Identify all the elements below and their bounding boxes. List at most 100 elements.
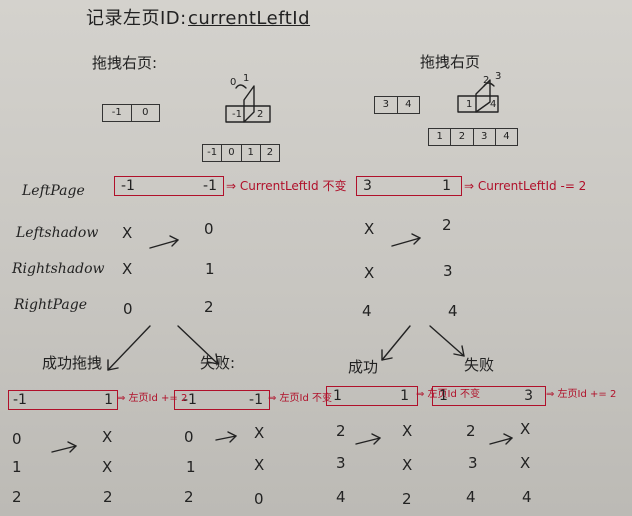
value: 4 (336, 488, 346, 506)
value: 1 (12, 458, 22, 476)
arrow-head (411, 233, 421, 245)
flip-page-label: 2 (257, 109, 264, 120)
left-section-heading: 拖拽右页: (92, 54, 158, 72)
value: 2 (184, 488, 194, 506)
value: 2 (12, 488, 22, 506)
page-cell: -1 (203, 145, 223, 161)
flip-page-label: -1 (232, 109, 242, 120)
arrow-head (371, 433, 381, 445)
page-cell: 3 (375, 97, 398, 113)
outcome-label: 失败 (464, 356, 495, 374)
page-cell: 2 (266, 147, 274, 158)
arrow-line (215, 435, 237, 441)
box-left-value: -1 (121, 178, 135, 194)
outcome-box: -1 -1 (174, 390, 270, 410)
page-cell: 2 (451, 129, 474, 145)
flip-page-label: 1 (466, 99, 473, 110)
box-right-value: -1 (203, 178, 217, 194)
value: 2 (103, 488, 113, 506)
flip-label: 3 (495, 71, 502, 82)
left-case-note: ⇒ CurrentLeftId 不变 (226, 179, 347, 193)
arrow-line (51, 445, 77, 453)
box-right-value: -1 (249, 392, 263, 408)
box-left-value: -1 (13, 392, 27, 408)
flip-page-outline (457, 95, 499, 113)
arrow-line (391, 237, 421, 247)
outcome-label: 成功 (348, 358, 379, 376)
value: X (520, 420, 531, 438)
flip-curl (235, 84, 247, 89)
flip-label: 0 (230, 77, 237, 88)
outcome-note: ⇒ 左页Id 不变 (416, 389, 481, 400)
value: 0 (184, 428, 194, 446)
value: 4 (466, 488, 476, 506)
title-label: 记录左页ID: (86, 8, 187, 29)
right-bottom-row: 1 2 3 4 (428, 128, 518, 146)
value: 2 (466, 422, 476, 440)
box-right-value: 1 (400, 388, 409, 404)
box-right-value: 3 (524, 388, 533, 404)
arrow-line (149, 239, 179, 249)
page-cell: -1 (103, 105, 132, 121)
outcome-box: -1 1 (8, 390, 118, 410)
value: X (254, 456, 265, 474)
right-case-box: 3 1 (356, 176, 462, 196)
flip-page-sheet (243, 85, 255, 123)
box-right-value: 1 (442, 178, 451, 194)
row-label-right-page: RightPage (14, 297, 88, 313)
flip-page-label: 4 (490, 99, 497, 110)
arrow-line (381, 325, 411, 361)
value: X (102, 458, 113, 476)
value: X (402, 456, 413, 474)
value: 0 (12, 430, 22, 448)
arrow-line (429, 325, 465, 357)
value: 2 (204, 298, 214, 316)
value: 4 (362, 302, 372, 320)
arrow-head (169, 235, 179, 247)
outcome-note: ⇒ 左页Id += 2 (117, 393, 188, 404)
arrow-head (107, 359, 119, 371)
outcome-note: ⇒ 左页Id 不变 (268, 393, 333, 404)
value: X (254, 424, 265, 442)
arrow-head (67, 441, 77, 453)
flip-page-outline (225, 105, 271, 123)
page-cell: 4 (405, 99, 412, 110)
value: 1 (186, 458, 196, 476)
title-variable: currentLeftId (188, 8, 311, 29)
value: X (122, 224, 133, 242)
value: 3 (443, 262, 453, 280)
value: 1 (205, 260, 215, 278)
row-label-left-page: LeftPage (22, 183, 85, 199)
left-bottom-row: -1 0 1 2 (202, 144, 280, 162)
value: 3 (468, 454, 478, 472)
value: 2 (402, 490, 412, 508)
value: X (402, 422, 413, 440)
value: X (520, 454, 531, 472)
arrow-head (207, 353, 219, 365)
box-right-value: 1 (104, 392, 113, 408)
box-left-value: 1 (333, 388, 342, 404)
outcome-note: ⇒ 左页Id += 2 (546, 389, 617, 400)
page-cell: 1 (429, 129, 452, 145)
left-case-box: -1 -1 (114, 176, 224, 196)
row-label-left-shadow: Leftshadow (16, 225, 99, 241)
arrow-line (107, 325, 151, 371)
outcome-box: 1 3 (432, 386, 546, 406)
value: 0 (123, 300, 133, 318)
box-left-value: -1 (183, 392, 197, 408)
value: 2 (442, 216, 452, 234)
value: 0 (254, 490, 264, 508)
page-cell: 0 (142, 107, 149, 118)
arrow-line (489, 437, 513, 445)
page-cell: 0 (222, 145, 242, 161)
value: X (364, 264, 375, 282)
flip-label: 1 (243, 73, 250, 84)
flip-page-sheet (475, 79, 491, 113)
flip-label: 2 (483, 75, 490, 86)
value: 4 (448, 302, 458, 320)
row-label-right-shadow: Rightshadow (12, 261, 105, 277)
arrow-head (227, 431, 237, 443)
value: 2 (336, 422, 346, 440)
